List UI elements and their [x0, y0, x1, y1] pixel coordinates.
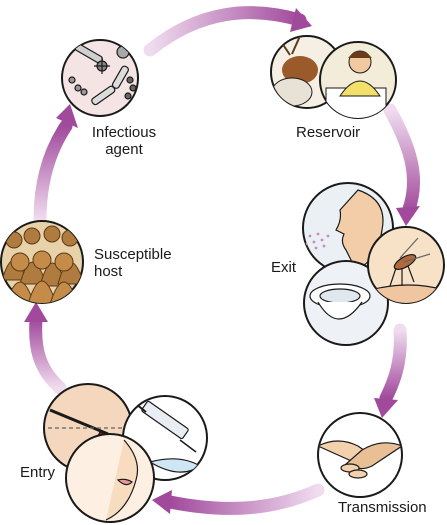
- handshake-icon: [317, 412, 403, 498]
- reservoir-label: Reservoir: [296, 124, 361, 141]
- transmission-label: Transmission: [338, 499, 427, 516]
- arrow-entry-to-host: [24, 302, 67, 395]
- susceptible-host-label: Susceptible host: [94, 246, 172, 280]
- arrow-reservoir-to-exit: [383, 103, 420, 226]
- microbes-icon: [61, 39, 139, 117]
- deer-cow-patient-icon: [270, 35, 397, 119]
- scalpel-syringe-mouth-icon: [43, 383, 208, 523]
- cough-toilet-mosquito-icon: [302, 182, 445, 346]
- arrow-host-to-agent: [33, 104, 78, 227]
- exit-label: Exit: [271, 259, 297, 276]
- arrow-agent-to-reservoir: [143, 6, 312, 57]
- infectious-agent-label: Infectious agent: [91, 124, 157, 158]
- entry-label: Entry: [20, 464, 56, 481]
- arrow-transmission-to-entry: [152, 483, 325, 515]
- arrow-exit-to-transmission: [374, 323, 407, 418]
- crowd-icon: [0, 220, 84, 304]
